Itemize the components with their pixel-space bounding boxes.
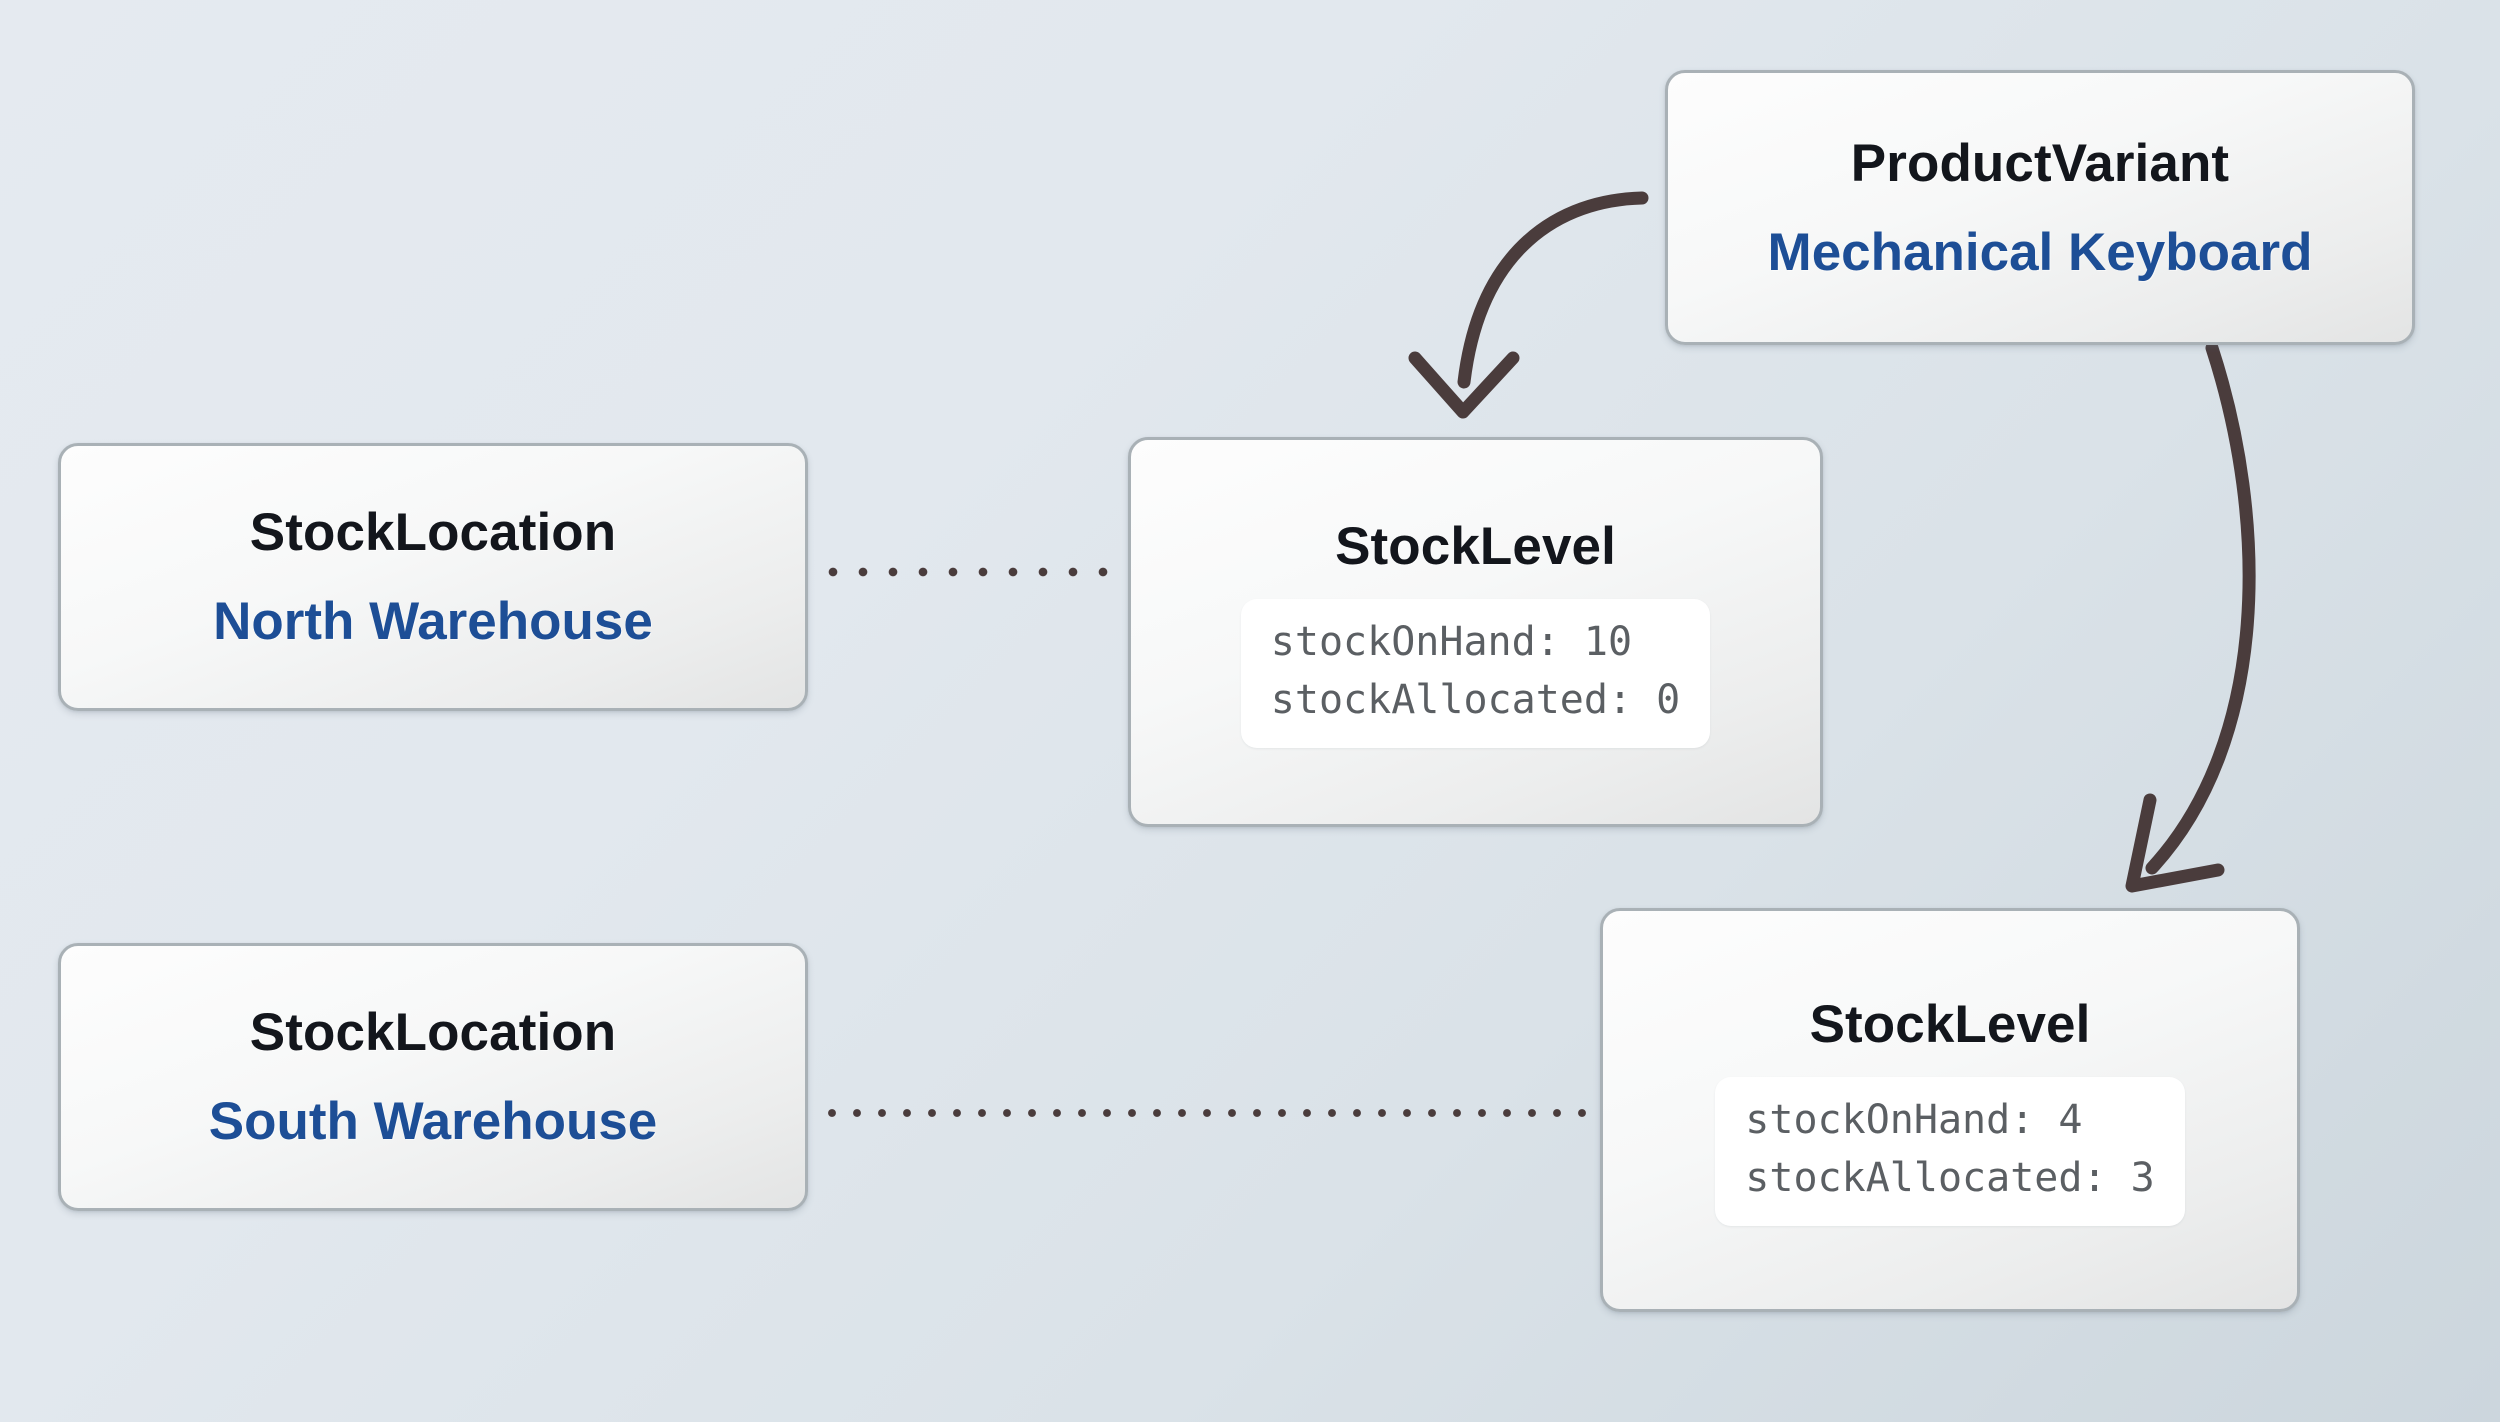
node-stock-location-north-name: North Warehouse: [213, 592, 653, 651]
node-product-variant[interactable]: ProductVariant Mechanical Keyboard: [1665, 70, 2415, 345]
edge-north-to-stock-level-1: [828, 567, 1118, 577]
node-stock-location-north-type: StockLocation: [249, 503, 617, 562]
node-product-variant-name: Mechanical Keyboard: [1767, 222, 2313, 282]
edge-variant-to-stock-level-2: [2125, 341, 2256, 893]
field-stock-allocated: stockAllocated: 3: [1745, 1154, 2155, 1201]
field-stock-on-hand: stockOnHand: 10: [1270, 619, 1633, 666]
node-stock-location-north[interactable]: StockLocation North Warehouse: [58, 443, 808, 711]
node-stock-level-2[interactable]: StockLevel stockOnHand: 4 stockAllocated…: [1600, 908, 2300, 1312]
node-product-variant-type: ProductVariant: [1850, 133, 2230, 193]
node-stock-level-2-type: StockLevel: [1809, 995, 2091, 1055]
node-stock-level-1-fields: stockOnHand: 10 stockAllocated: 0: [1240, 599, 1711, 748]
node-stock-level-1[interactable]: StockLevel stockOnHand: 10 stockAllocate…: [1128, 437, 1823, 827]
node-stock-location-south-name: South Warehouse: [208, 1092, 658, 1151]
node-stock-level-1-type: StockLevel: [1335, 517, 1616, 577]
edge-south-to-stock-level-2: [828, 1108, 1588, 1118]
node-stock-location-south-type: StockLocation: [249, 1003, 617, 1062]
field-stock-on-hand: stockOnHand: 4: [1745, 1097, 2083, 1144]
field-stock-allocated: stockAllocated: 0: [1270, 676, 1681, 723]
node-stock-level-2-fields: stockOnHand: 4 stockAllocated: 3: [1715, 1077, 2185, 1226]
node-stock-location-south[interactable]: StockLocation South Warehouse: [58, 943, 808, 1211]
edge-variant-to-stock-level-1: [1408, 191, 1649, 419]
